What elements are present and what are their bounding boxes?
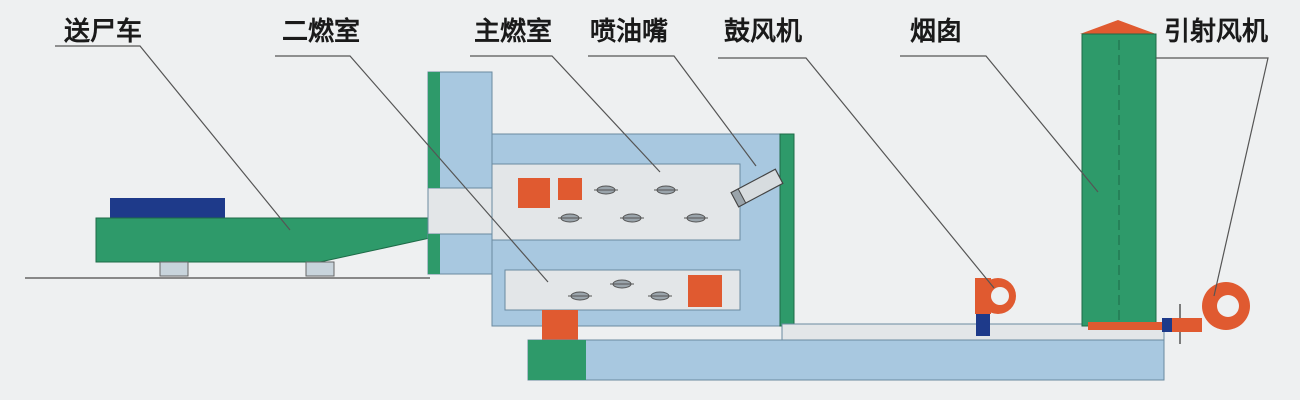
fan-pipe: [1172, 318, 1202, 332]
label-cart: 送尸车: [64, 16, 142, 47]
main-chamber-block-1: [518, 178, 550, 208]
door-green-strip-top: [428, 72, 440, 188]
oil-nozzle: [730, 168, 784, 208]
chimney: [1080, 20, 1164, 330]
fan-connector: [1162, 318, 1172, 332]
secondary-chamber-block: [688, 275, 722, 307]
label-secondary-chamber: 二燃室: [282, 16, 360, 47]
duct-green-end: [528, 340, 586, 380]
main-chamber: [491, 163, 741, 241]
duct-base: [527, 339, 1165, 381]
leader-induced-fan: [1156, 57, 1269, 297]
label-nozzle: 喷油嘴: [590, 17, 668, 47]
furnace: [427, 71, 795, 340]
cart: [95, 198, 431, 277]
blower-connector: [976, 314, 990, 336]
leader-chimney: [900, 55, 1099, 193]
leader-blower: [718, 57, 995, 289]
cart-wheel-left: [159, 261, 189, 277]
label-chimney: 烟囱: [910, 17, 962, 47]
fan-hub: [1217, 295, 1239, 317]
blower-hub: [991, 287, 1009, 305]
furnace-support: [542, 310, 578, 340]
flue-duct: [527, 323, 1165, 381]
induced-fan: [1162, 282, 1250, 344]
leader-main-chamber: [470, 55, 661, 173]
cart-load: [110, 198, 225, 218]
label-blower: 鼓风机: [724, 17, 802, 47]
leader-nozzle: [588, 55, 757, 167]
chimney-base-band: [1088, 322, 1164, 330]
cart-wheel-right: [305, 261, 335, 277]
main-chamber-block-2: [558, 178, 582, 200]
blower: [975, 278, 1016, 336]
door-green-strip-bottom: [428, 234, 440, 274]
label-main-chamber: 主燃室: [474, 16, 552, 47]
leader-cart: [55, 45, 291, 231]
leader-lines: [55, 45, 1269, 297]
chimney-cap: [1080, 20, 1156, 34]
furnace-right-wall: [779, 133, 795, 327]
blower-casing-outlet: [975, 278, 991, 314]
furnace-door-slot: [427, 187, 493, 235]
leader-secondary-chamber: [275, 55, 549, 283]
cart-body: [95, 217, 431, 263]
label-induced-fan: 引射风机: [1164, 17, 1268, 47]
